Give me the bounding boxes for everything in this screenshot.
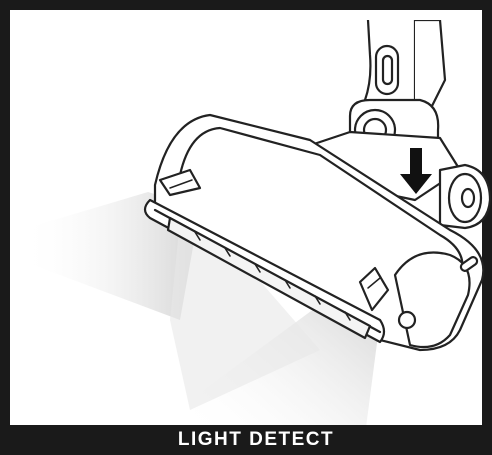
caption-label: LIGHT DETECT: [177, 429, 335, 450]
down-arrow-icon: [400, 148, 432, 194]
light-beam-mid: [170, 220, 320, 410]
brush-roll: [166, 216, 372, 340]
headlight-left: [158, 168, 202, 197]
vacuum-illustration: [20, 20, 492, 435]
headlight-right: [358, 266, 390, 312]
caption-bar: LIGHT DETECT: [10, 425, 492, 455]
light-beam-left: [20, 192, 200, 320]
